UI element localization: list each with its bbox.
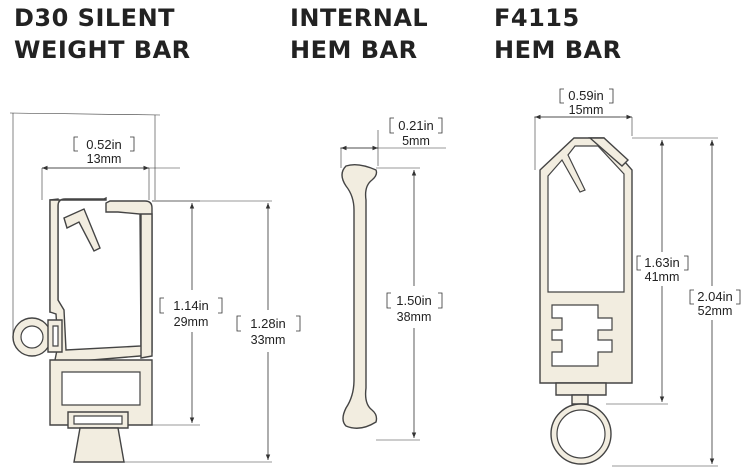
f4115-profile (539, 137, 633, 465)
d30-inner-height-inch: 1.14in (173, 298, 208, 313)
f4115-width-inch: 0.59in (568, 88, 603, 103)
title-internal-hem-bar: INTERNAL HEM BAR (290, 2, 428, 66)
internal-height-mm: 38mm (397, 310, 432, 324)
title-f4115-hem-bar: F4115 HEM BAR (494, 2, 622, 66)
d30-inner-height-label: 1.14in 29mm (158, 290, 226, 332)
d30-width-inch: 0.52in (86, 137, 121, 152)
internal-height-label: 1.50in 38mm (382, 286, 446, 328)
title-line-1: F4115 (494, 4, 580, 32)
internal-width-mm: 5mm (402, 134, 430, 148)
d30-width-label: 0.52in 13mm (73, 136, 135, 166)
internal-width-label: 0.21in 5mm (389, 117, 443, 148)
f4115-inner-height-inch: 1.63in (644, 255, 679, 270)
d30-total-height-label: 1.28in 33mm (234, 310, 304, 352)
f4115-width-mm: 15mm (569, 103, 604, 117)
d30-total-height-mm: 33mm (251, 333, 286, 347)
title-line-2: WEIGHT BAR (14, 36, 191, 64)
title-line-2: HEM BAR (494, 36, 622, 64)
d30-profile (12, 196, 153, 463)
title-line-1: INTERNAL (290, 4, 429, 32)
internal-height-inch: 1.50in (396, 293, 431, 308)
d30-inner-height-mm: 29mm (174, 315, 209, 329)
f4115-total-height-inch: 2.04in (697, 289, 732, 304)
title-line-1: D30 SILENT (14, 4, 176, 32)
f4115-inner-height-mm: 41mm (645, 270, 680, 284)
f4115-total-height-mm: 52mm (698, 304, 733, 318)
internal-hem-profile (341, 163, 378, 429)
d30-total-height-inch: 1.28in (250, 316, 285, 331)
d30-width-mm: 13mm (87, 152, 122, 166)
f4115-width-label: 0.59in 15mm (559, 88, 614, 117)
title-line-2: HEM BAR (290, 36, 418, 64)
f4115-total-height-label: 2.04in 52mm (688, 286, 744, 320)
internal-width-inch: 0.21in (398, 118, 433, 133)
f4115-inner-height-label: 1.63in 41mm (634, 252, 690, 286)
title-d30-silent-weight-bar: D30 SILENT WEIGHT BAR (14, 2, 191, 66)
